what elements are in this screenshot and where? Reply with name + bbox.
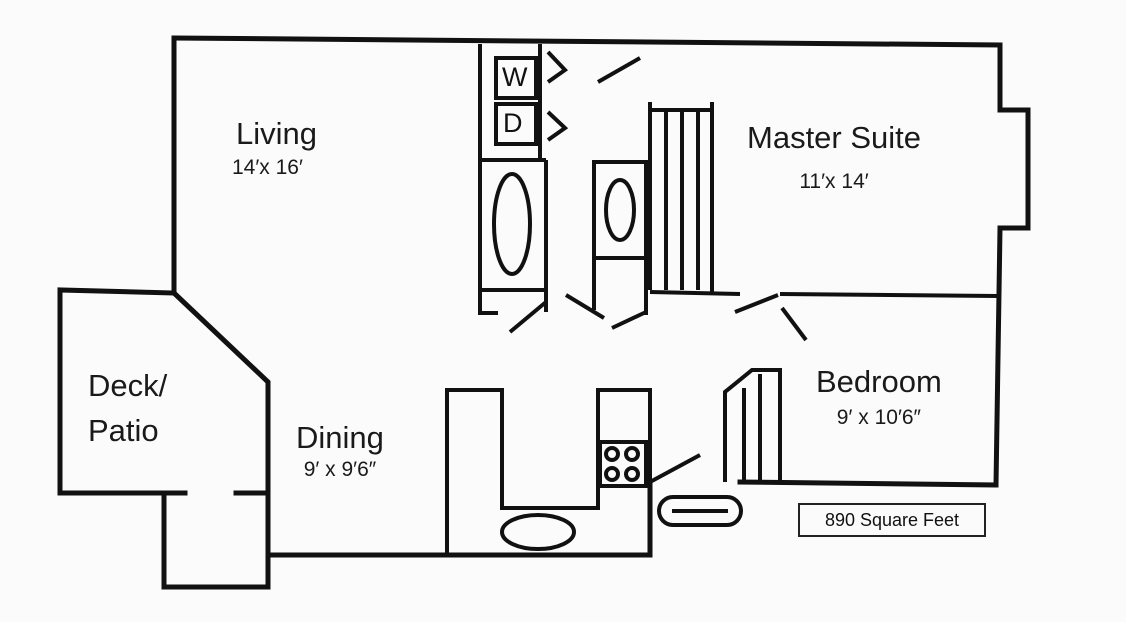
master-suite-dims: 11′x 14′ [799, 170, 869, 193]
toilet [604, 178, 636, 242]
living-room-label: Living 14′x 16′ [232, 116, 317, 178]
master-suite-label: Master Suite 11′x 14′ [747, 122, 921, 192]
burner-icon [604, 466, 620, 482]
dryer-box [494, 102, 538, 146]
washer-label: W [502, 62, 528, 92]
dryer-label: D [503, 108, 523, 138]
living-room-dims: 14′x 16′ [232, 156, 303, 179]
master-suite-name: Master Suite [747, 120, 922, 155]
burner-icon [624, 466, 640, 482]
stove [598, 440, 648, 488]
deck-label-line2: Patio [88, 413, 159, 448]
bedroom-label: Bedroom 9′ x 10′6″ [816, 366, 942, 428]
deck-label-line1: Deck/ [88, 368, 168, 403]
dining-room-label: Dining 9′ x 9′6″ [296, 422, 384, 480]
fixtures [492, 56, 743, 551]
dining-room-name: Dining [296, 420, 384, 455]
burner-icon [604, 446, 620, 462]
kitchen-sink [500, 513, 576, 551]
bathtub [492, 172, 532, 276]
burner-icon [624, 446, 640, 462]
bedroom-dims: 9′ x 10′6″ [836, 406, 921, 429]
interior-walls [445, 44, 999, 555]
dining-room-dims: 9′ x 9′6″ [303, 458, 377, 481]
square-footage-label: 890 Square Feet [798, 503, 986, 537]
exterior-walls [171, 35, 1031, 558]
living-room-name: Living [236, 116, 317, 151]
deck-patio-label: Deck/ Patio [88, 370, 167, 446]
deck-patio-outline [57, 287, 271, 590]
bedroom-name: Bedroom [816, 364, 942, 399]
washer-box [494, 56, 538, 100]
